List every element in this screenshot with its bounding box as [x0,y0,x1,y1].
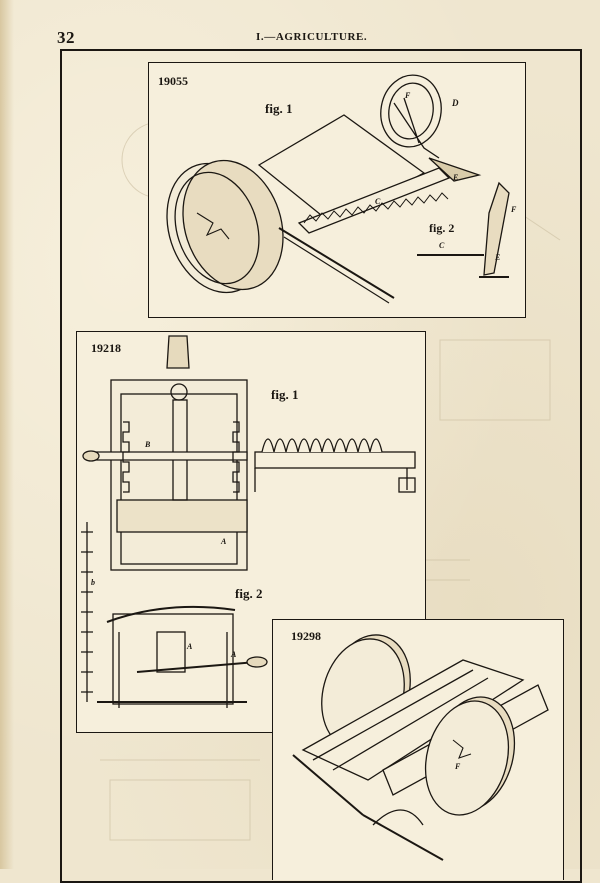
patent-number: 19218 [91,341,121,355]
part-letter: A [221,537,227,546]
part-letter: F [455,762,461,771]
part-letter: B [145,440,151,449]
mower-drawing-19298 [292,634,549,861]
figure-label-2: fig. 2 [429,221,455,235]
figure-label-1: fig. 1 [265,101,293,116]
mower-drawing-19218 [81,335,416,708]
part-letter: D [452,98,459,108]
patent-number: 19055 [158,74,188,88]
page-edge-shadow [0,0,14,869]
figure-label-2: fig. 2 [235,586,263,601]
part-letter: A [231,650,237,659]
part-letter: C [375,197,381,206]
part-letter: C [439,241,445,250]
patent-panel-19055: 19055 fig. 1 fig. 2 D F C E C F E [148,62,526,318]
page-number: 32 [57,28,75,47]
running-head: I.—AGRICULTURE. [256,31,368,43]
large-wheel [166,159,284,294]
patent-panel-19298: 19298 F [272,619,564,880]
part-letter: F [405,91,411,100]
part-letter: E [495,253,501,262]
part-letter: E [453,173,459,182]
mower-drawing-19055 [166,74,510,304]
part-letter: A [187,642,193,651]
figure-label-1: fig. 1 [271,387,299,402]
patent-number: 19298 [291,629,321,643]
part-letter: b [91,578,95,587]
part-letter: F [511,205,517,214]
